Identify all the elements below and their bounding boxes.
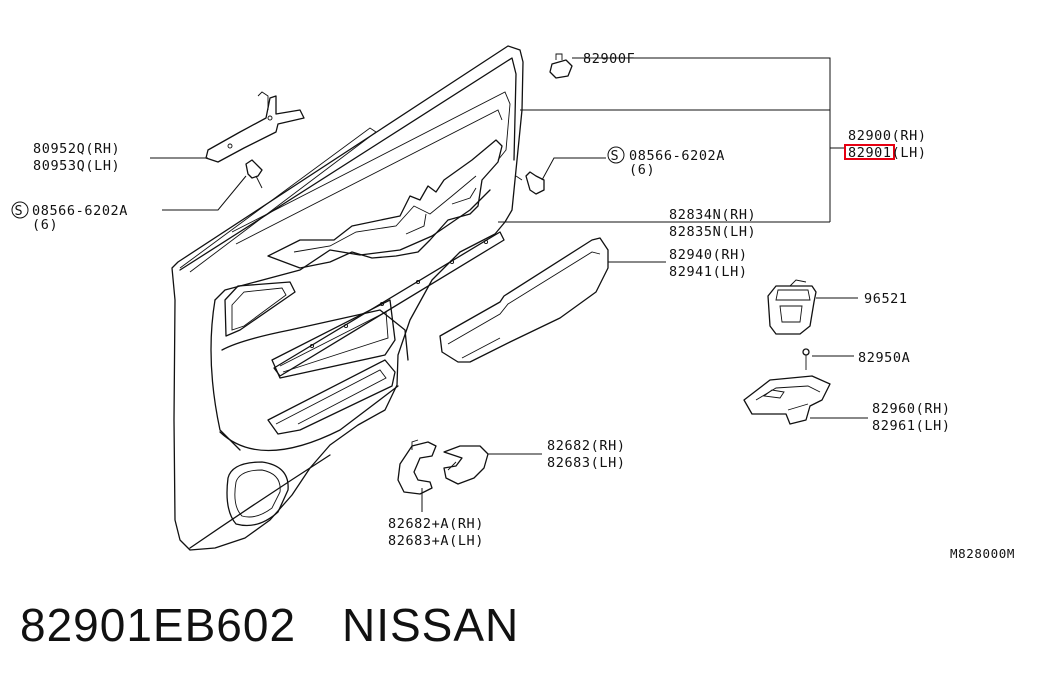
screw-symbol-left-glyph: S	[15, 203, 24, 219]
label-escutcheon-a-rh: 82682+A(RH)	[388, 516, 484, 532]
label-diagram-code: M828000M	[950, 546, 1015, 561]
screw-symbol-right	[607, 146, 625, 164]
label-bracket-lh: 80953Q(LH)	[33, 158, 120, 174]
label-trim-lh: 82901(LH)	[848, 145, 927, 161]
label-small-screw: 82950A	[858, 350, 910, 366]
bracket-part	[205, 91, 305, 163]
label-escutcheon-lh: 82683(LH)	[547, 455, 626, 471]
small-screw-part	[802, 348, 810, 370]
label-screw-left-qty: (6)	[32, 217, 58, 233]
label-escutcheon-a-lh: 82683+A(LH)	[388, 533, 484, 549]
switch-base-part	[743, 375, 831, 425]
label-escutcheon-rh: 82682(RH)	[547, 438, 626, 454]
label-armrest-lh: 82941(LH)	[669, 264, 748, 280]
label-finisher-rh: 82834N(RH)	[669, 207, 756, 223]
armrest-part	[439, 237, 609, 363]
label-finisher-lh: 82835N(LH)	[669, 224, 756, 240]
label-switch-base-rh: 82960(RH)	[872, 401, 951, 417]
screw-symbol-right-glyph: S	[611, 148, 620, 164]
highlight-box	[844, 144, 895, 160]
label-screw-left-code: 08566-6202A	[32, 203, 128, 219]
label-screw-right-qty: (6)	[629, 162, 655, 178]
right-screw-part	[515, 171, 545, 195]
door-trim-panel	[171, 45, 524, 551]
footer-part-number: 82901EB602	[20, 599, 297, 651]
leader-lines	[150, 57, 868, 512]
label-armrest-rh: 82940(RH)	[669, 247, 748, 263]
clip-part	[549, 53, 573, 79]
label-trim-rh: 82900(RH)	[848, 128, 927, 144]
screw-symbol-left	[11, 201, 29, 219]
left-screw-part	[245, 159, 263, 189]
footer-brand: NISSAN	[342, 599, 520, 651]
label-switch-base-lh: 82961(LH)	[872, 418, 951, 434]
switch-part	[767, 279, 817, 335]
label-clip: 82900F	[583, 51, 635, 67]
label-screw-right-code: 08566-6202A	[629, 148, 725, 164]
label-bracket-rh: 80952Q(RH)	[33, 141, 120, 157]
handle-escutcheon-parts	[397, 439, 489, 495]
label-switch: 96521	[864, 291, 908, 307]
